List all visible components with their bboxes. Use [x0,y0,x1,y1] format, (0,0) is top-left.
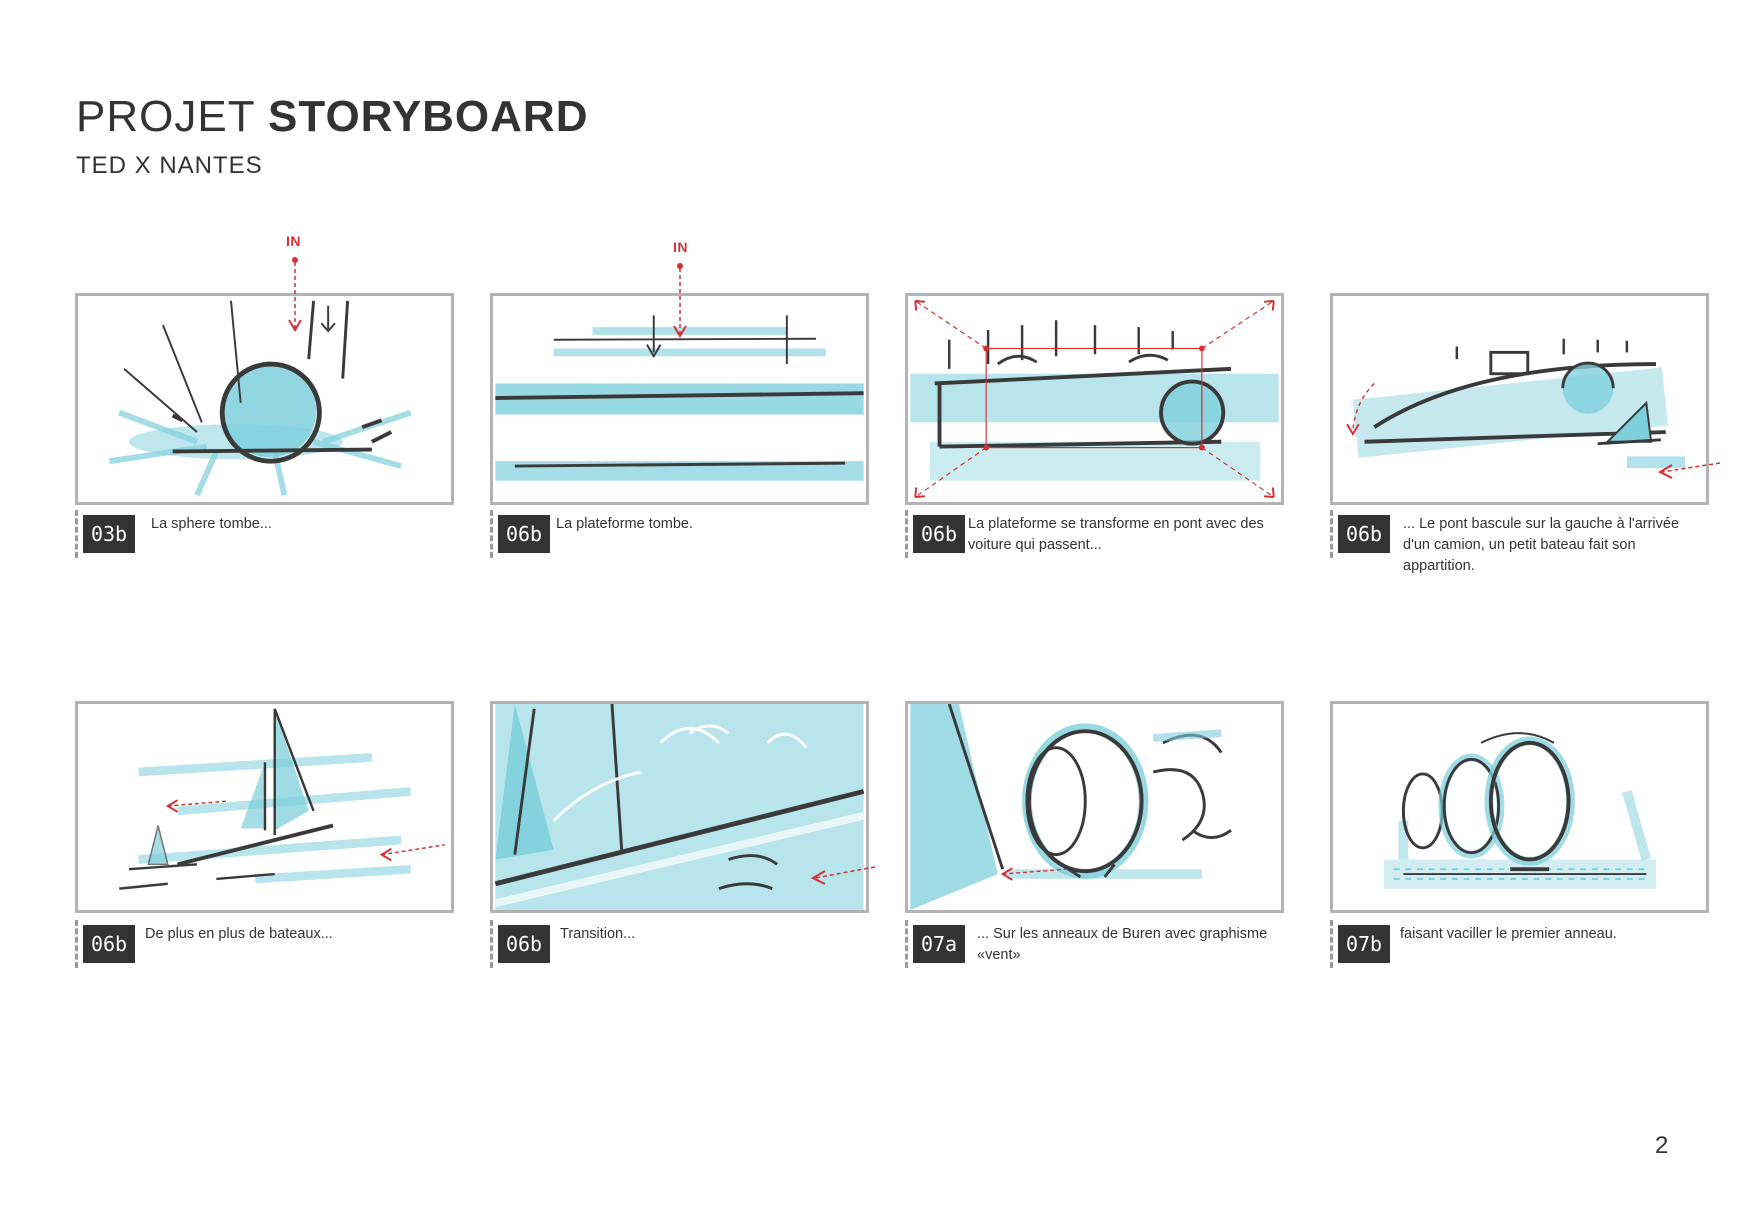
storyboard-frame-6 [490,701,869,913]
wobbling-ring-sketch [1383,732,1657,889]
caption-divider [1330,920,1333,968]
caption-divider [490,510,493,558]
shot-description: La sphere tombe... [151,516,272,532]
shot-description: De plus en plus de bateaux... [145,926,333,942]
shot-badge: 06b [83,925,135,963]
sphere-sketch [109,300,412,497]
caption-5: 06b De plus en plus de bateaux... [75,920,454,980]
caption-divider [75,510,78,558]
shot-description: ... Sur les anneaux de Buren avec graphi… [977,926,1268,963]
direction-label-in-2: IN [673,239,688,255]
storyboard-frame-7 [905,701,1284,913]
title-light: PROJET [76,92,255,141]
storyboard-frame-2 [490,293,869,505]
caption-divider [490,920,493,968]
caption-3: 06b La plateforme se transforme en pont … [905,510,1284,570]
title-bold: STORYBOARD [268,92,589,141]
caption-6: 06b Transition... [490,920,869,980]
page-number: 2 [1655,1132,1669,1159]
buren-rings-sketch [910,704,1232,910]
shot-description: faisant vaciller le premier anneau. [1400,926,1617,942]
caption-1: 03b La sphere tombe... [75,510,454,570]
page-title: PROJET STORYBOARD [76,92,589,142]
shot-description: La plateforme se transforme en pont avec… [968,516,1264,553]
page-subtitle: TED X NANTES [76,152,263,179]
shot-badge: 06b [498,515,550,553]
caption-divider [1330,510,1333,558]
caption-4: 06b ... Le pont bascule sur la gauche à … [1330,510,1709,574]
direction-label-in-1: IN [286,233,301,249]
storyboard-frame-3 [905,293,1284,505]
shot-description: Transition... [560,926,636,942]
caption-8: 07b faisant vaciller le premier anneau. [1330,920,1709,980]
storyboard-frame-1 [75,293,454,505]
caption-divider [905,510,908,558]
shot-badge: 06b [1338,515,1390,553]
shot-badge: 06b [498,925,550,963]
storyboard-frame-8 [1330,701,1709,913]
shot-badge: 07b [1338,925,1390,963]
caption-divider [905,920,908,968]
caption-divider [75,920,78,968]
boats-sketch [119,708,445,890]
shot-badge: 07a [913,925,965,963]
caption-2: 06b La plateforme tombe. [490,510,869,570]
tilting-bridge-sketch [1346,338,1686,468]
shot-description: La plateforme tombe. [556,516,694,532]
bridge-sketch [910,299,1279,499]
caption-7: 07a ... Sur les anneaux de Buren avec gr… [905,920,1284,980]
platform-sketch [495,315,864,481]
shot-badge: 03b [83,515,135,553]
sail-closeup-sketch [494,704,865,910]
shot-description: ... Le pont bascule sur la gauche à l'ar… [1403,516,1680,574]
storyboard-frame-4 [1330,293,1709,505]
storyboard-frame-5 [75,701,454,913]
shot-badge: 06b [913,515,965,553]
